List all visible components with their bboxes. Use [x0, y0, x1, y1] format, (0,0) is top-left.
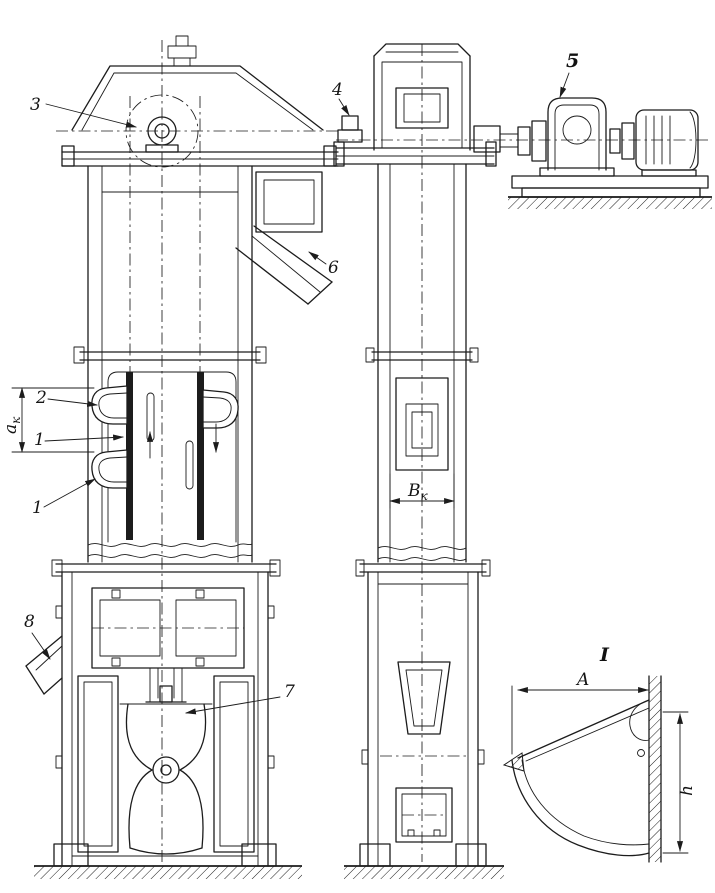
front-inspection-door	[255, 171, 323, 233]
side-view	[333, 43, 519, 867]
callout-2: 2	[35, 388, 47, 408]
callout-6: 6	[328, 258, 339, 278]
coupling-half	[517, 126, 531, 156]
loading-chute	[25, 635, 63, 695]
bucket-pitch-dimension	[11, 387, 95, 453]
dim-h: h	[677, 785, 697, 796]
callout-4: 4	[331, 80, 343, 100]
dim-B-width: Bк	[407, 481, 429, 503]
drive-unit	[511, 97, 709, 198]
projection-dimension	[511, 685, 649, 755]
coupling-half	[609, 128, 621, 154]
front-view	[25, 35, 339, 867]
side-boot	[355, 559, 491, 867]
front-head	[61, 35, 339, 168]
callout-8: 8	[24, 612, 35, 632]
electric-motor	[635, 109, 699, 177]
casing-width-dimension	[389, 473, 455, 509]
belt-left-strand	[126, 372, 133, 540]
side-head	[373, 43, 471, 151]
bucket-lip-section	[502, 752, 525, 772]
front-middle-cutaway	[87, 371, 253, 558]
front-boot	[25, 559, 281, 867]
height-dimension	[662, 711, 689, 854]
callout-1-belt: 1	[34, 430, 45, 450]
bucket-right	[202, 389, 239, 429]
callout-leaders	[11, 72, 570, 715]
dim-A: A	[575, 670, 589, 690]
shaft-bearing	[473, 125, 501, 153]
centerlines	[56, 40, 712, 862]
dim-a-pitch: aк	[1, 416, 23, 434]
belt-wall-section	[648, 675, 662, 863]
bucket-lower-left	[91, 449, 128, 489]
callout-1-bucket: 1	[32, 498, 43, 518]
drive-base	[511, 175, 709, 198]
callout-7: 7	[284, 682, 295, 702]
belt-right-strand	[197, 372, 204, 540]
discharge-chute	[235, 225, 333, 305]
brake-unit	[337, 115, 363, 143]
take-up-pulley-hub	[152, 756, 180, 784]
callout-5: 5	[566, 50, 579, 72]
bucket-rivet	[637, 749, 645, 757]
front-tower-upper	[73, 165, 267, 563]
detail-mark: I	[599, 644, 610, 666]
bucket-detail	[502, 675, 689, 863]
ground-hatching	[34, 196, 712, 879]
coupling-half	[621, 122, 635, 160]
coupling-half	[531, 120, 547, 162]
gearbox	[539, 97, 615, 177]
callout-texts: 3 2 1 1 8 6 7 4 5 I A h aк Bк	[1, 50, 697, 796]
side-platform	[333, 125, 519, 167]
callout-3: 3	[30, 95, 41, 115]
